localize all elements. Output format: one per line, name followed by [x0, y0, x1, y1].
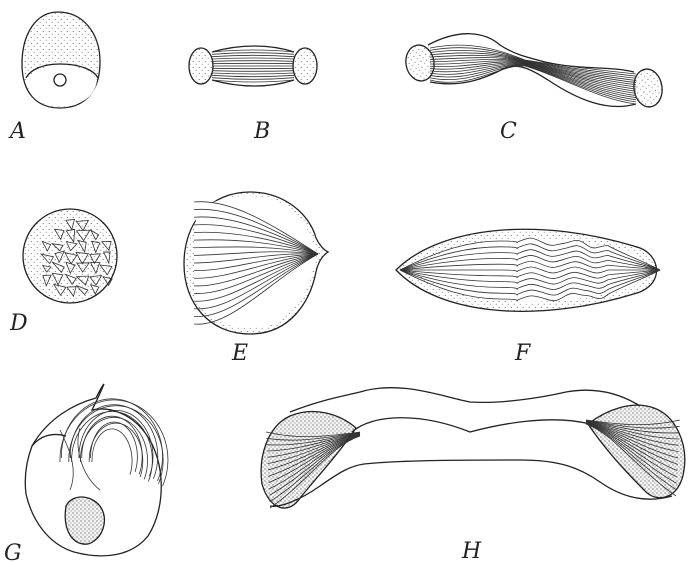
label-c: C — [500, 119, 517, 144]
label-d: D — [9, 311, 28, 336]
panel-b-drawing — [189, 46, 317, 86]
panel-d-drawing — [23, 209, 117, 303]
panel-h-drawing — [261, 388, 685, 508]
panel-e-drawing — [184, 192, 328, 334]
label-f: F — [514, 341, 531, 366]
label-e: E — [231, 341, 248, 366]
panel-a-drawing — [22, 12, 100, 108]
label-h: H — [461, 539, 482, 562]
panel-f-drawing — [396, 229, 660, 311]
panel-c-drawing — [403, 34, 664, 109]
label-b: B — [253, 119, 270, 144]
label-a: A — [8, 119, 26, 144]
label-g: G — [4, 541, 22, 562]
panel-g-drawing — [25, 384, 168, 556]
